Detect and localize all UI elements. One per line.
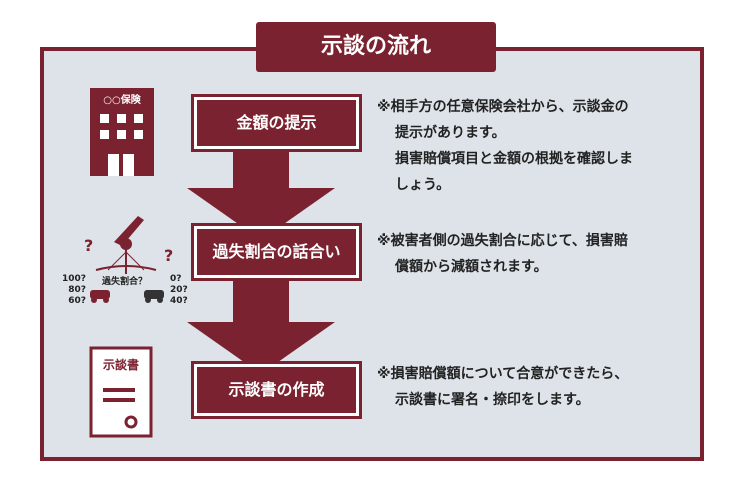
left-ratio-numbers: 100? 80? 60? [62, 274, 86, 307]
scale-center-label: 過失割合？ [102, 277, 148, 287]
settlement-document-icon: 示談書 [89, 346, 153, 438]
fault-ratio-scale-icon: ? ? 過失割合？ 100? 80? 60? 0? 20? 40? [60, 212, 190, 312]
note-fault-line-1: ※被害者側の過失割合に応じて、損害賠 [377, 233, 628, 249]
right-ratio-0: 0? [170, 274, 182, 284]
insurance-building-icon: ○○保険 [90, 88, 154, 176]
step-amount-presentation: 金額の提示 [191, 94, 362, 152]
right-ratio-numbers: 0? 20? 40? [170, 274, 190, 307]
step-fault-ratio-discussion: 過失割合の話合い [191, 223, 362, 281]
note-amount-line-2: 提示があります。 [395, 125, 506, 141]
note-amount: ※相手方の任意保険会社から、示談金の 提示があります。 損害賠償項目と金額の根拠… [377, 94, 633, 198]
note-settlement-line-2: 示談書に署名・捺印をします。 [395, 392, 590, 408]
note-fault-line-2: 償額から減額されます。 [395, 259, 548, 275]
note-amount-line-3: 損害賠償項目と金額の根拠を確認しま [395, 151, 633, 167]
building-sign: ○○保険 [103, 95, 141, 106]
flow-arrow-2-shaft [233, 280, 289, 325]
left-ratio-60: 60? [68, 296, 86, 306]
document-label: 示談書 [102, 358, 139, 372]
right-ratio-40: 40? [170, 296, 188, 306]
note-settlement: ※損害賠償額について合意ができたら、 示談書に署名・捺印をします。 [377, 361, 628, 413]
question-mark-left: ? [84, 236, 94, 255]
flow-arrow-1-shaft [233, 150, 289, 190]
right-ratio-20: 20? [170, 285, 188, 295]
note-fault-ratio: ※被害者側の過失割合に応じて、損害賠 償額から減額されます。 [377, 228, 628, 280]
note-amount-line-4: しょう。 [395, 177, 451, 193]
left-ratio-100: 100? [62, 274, 87, 284]
left-ratio-80: 80? [68, 285, 86, 295]
step-settlement-document: 示談書の作成 [191, 361, 362, 419]
note-amount-line-1: ※相手方の任意保険会社から、示談金の [377, 99, 629, 115]
question-mark-right: ? [164, 246, 174, 265]
note-settlement-line-1: ※損害賠償額について合意ができたら、 [377, 366, 629, 382]
flow-title: 示談の流れ [256, 22, 496, 72]
